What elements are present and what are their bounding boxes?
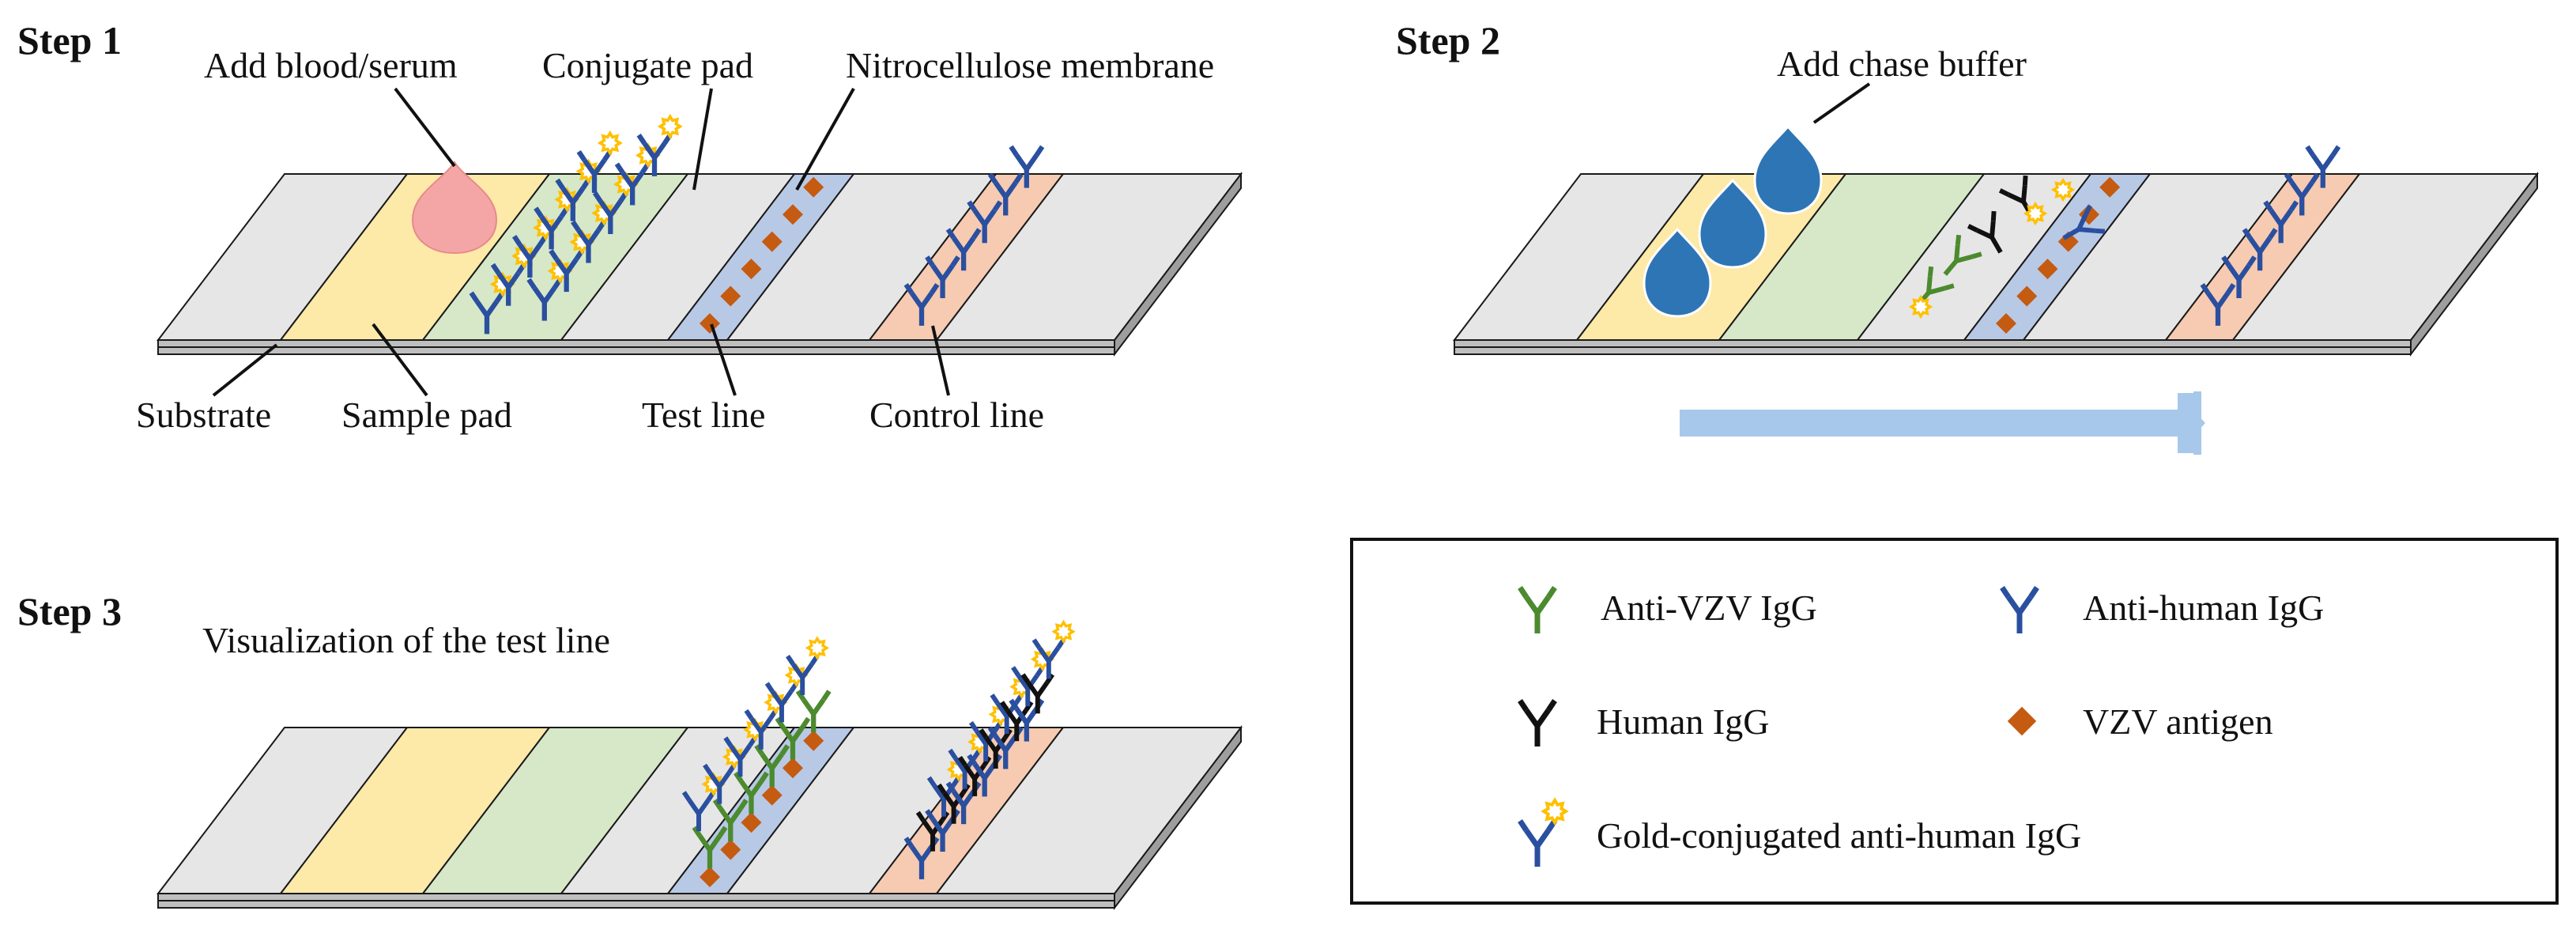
gold-particle-icon — [657, 113, 683, 139]
label-nitrocellulose: Nitrocellulose membrane — [846, 45, 1214, 85]
control-antibody-icon — [2200, 282, 2236, 326]
gold-conjugated-antibody-icon — [744, 709, 778, 750]
step2-title: Step 2 — [1396, 18, 1500, 62]
step1-title: Step 1 — [17, 18, 122, 62]
blood-droplet-icon — [411, 161, 498, 255]
bound-anti-vzv-icon — [795, 690, 832, 733]
gold-conjugated-antibody-icon — [549, 249, 585, 293]
control-antibody-icon — [903, 282, 940, 326]
gold-particle-icon — [2050, 177, 2076, 202]
flow-arrow-icon — [1680, 391, 2205, 455]
step3-strip — [156, 725, 1243, 910]
step1-strip — [156, 172, 1243, 357]
strip-absorbent-region — [2231, 173, 2540, 341]
chase-buffer-droplets-icon — [1643, 124, 1823, 318]
label-add-blood: Add blood/serum — [204, 45, 458, 85]
control-antibody-icon — [2305, 145, 2341, 188]
gold-particle-icon — [1051, 619, 1076, 644]
label-control-line: Control line — [869, 395, 1044, 435]
bound-anti-vzv-icon — [692, 826, 728, 869]
step3-molecules — [681, 619, 1076, 887]
control-antibody-icon — [2284, 172, 2320, 216]
gold-particle-icon — [1541, 797, 1569, 826]
control-antibody-icon — [967, 200, 1003, 244]
gold-conjugated-antibody-icon — [555, 178, 591, 221]
step2-leader-line — [1812, 82, 1871, 124]
legend-vzv-antigen: VZV antigen — [2083, 701, 2273, 742]
step2-molecules — [1908, 145, 2341, 334]
legend-box: Anti-VZV IgG Anti-human IgG Human IgG VZ… — [1350, 538, 2559, 905]
control-antibody-icon — [2242, 228, 2278, 271]
step3-panel: Step 3 Visualization of the test line — [17, 589, 1243, 910]
vzv-antigen-icon — [741, 259, 762, 280]
legend-vzv-antigen-icon — [2007, 706, 2037, 736]
control-antibody-icon — [925, 809, 960, 852]
vzv-antigen-icon — [803, 176, 824, 198]
step1-panel: Step 1 Add blood/serum Conjugate pad Nit… — [17, 18, 1243, 435]
legend-icons — [1518, 586, 2039, 867]
step3-title: Step 3 — [17, 589, 122, 633]
vzv-antigen-icon — [2037, 259, 2058, 280]
migrating-anti-human-icon — [2062, 204, 2106, 240]
label-conjugate-pad: Conjugate pad — [542, 45, 753, 85]
vzv-antigen-icon — [803, 730, 824, 751]
legend-border — [1350, 538, 2559, 905]
captured-human-igg-icon — [1020, 673, 1054, 714]
legend-gold-conjugated: Gold-conjugated anti-human IgG — [1597, 815, 2081, 856]
vzv-antigen-icon — [761, 231, 783, 252]
vzv-antigen-icon — [782, 758, 803, 779]
vzv-antigen-icon — [782, 204, 803, 225]
control-antibody-icon — [945, 228, 982, 271]
legend-human-igg: Human IgG — [1597, 701, 1769, 742]
strip-absorbent-region — [934, 173, 1243, 341]
label-visualization: Visualization of the test line — [202, 620, 610, 660]
gold-particle-icon — [1908, 294, 1933, 319]
vzv-antigen-icon — [700, 867, 720, 887]
gold-conjugated-antibody-icon — [576, 149, 613, 193]
vzv-antigen-icon — [1996, 313, 2016, 334]
label-sample-pad: Sample pad — [341, 395, 512, 435]
control-antibody-icon — [2221, 255, 2257, 299]
vzv-antigen-icon — [2099, 176, 2121, 198]
step2-panel: Step 2 Add chase buffer — [1396, 18, 2540, 455]
gold-particle-icon — [597, 130, 623, 156]
bound-anti-vzv-icon — [712, 799, 749, 841]
gold-conjugated-antibody-icon — [490, 263, 526, 306]
vzv-antigen-icon — [700, 313, 720, 334]
gold-particle-icon — [805, 636, 830, 660]
vzv-antigen-icon — [720, 285, 741, 307]
control-antibody-icon — [925, 255, 960, 299]
gold-conjugated-antibody-icon — [469, 291, 505, 334]
vzv-antigen-icon — [720, 839, 741, 860]
legend-anti-human: Anti-human IgG — [2083, 588, 2324, 628]
strip-absorbent-region — [934, 727, 1243, 894]
bound-anti-vzv-icon — [775, 716, 811, 760]
vzv-antigen-icon — [2016, 285, 2038, 307]
bound-anti-vzv-icon — [754, 744, 790, 788]
bound-anti-vzv-icon — [734, 771, 769, 815]
step1-leader-lines — [212, 87, 950, 397]
label-test-line: Test line — [642, 395, 765, 435]
vzv-antigen-icon — [761, 784, 783, 806]
step2-strip — [1452, 172, 2540, 357]
legend-human-igg-icon — [1518, 699, 1557, 746]
control-antibody-icon — [987, 172, 1024, 216]
step1-molecules — [422, 113, 1045, 334]
migrating-complex-icon — [1943, 234, 1982, 276]
legend-anti-vzv: Anti-VZV IgG — [1601, 588, 1817, 628]
legend-anti-human-icon — [2000, 586, 2039, 633]
legend-anti-vzv-icon — [1518, 586, 1557, 633]
gold-particle-icon — [2023, 201, 2048, 226]
vzv-antigen-icon — [741, 812, 762, 833]
gold-conjugated-antibody-icon — [592, 191, 628, 234]
label-add-chase: Add chase buffer — [1777, 43, 2027, 84]
gold-conjugated-antibody-icon — [534, 206, 570, 250]
control-antibody-icon — [2263, 200, 2299, 244]
migrating-complex-icon — [1967, 210, 2003, 254]
label-substrate: Substrate — [136, 395, 271, 435]
gold-conjugated-antibody-icon — [681, 791, 716, 832]
control-antibody-icon — [1009, 145, 1045, 188]
gold-conjugated-antibody-icon — [571, 220, 606, 263]
